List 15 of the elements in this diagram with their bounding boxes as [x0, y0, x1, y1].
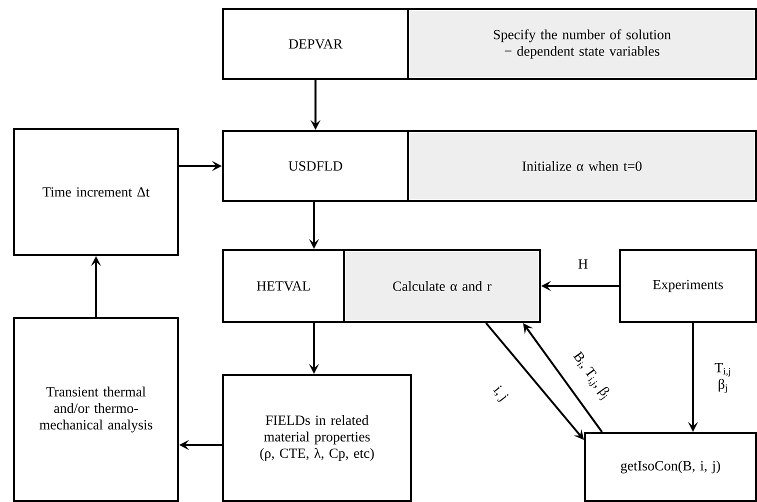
process-box: getIsoCon(B, i, j) [584, 432, 757, 502]
subroutine-box: HETVAL [222, 248, 345, 323]
edge-label: i, j [493, 386, 508, 402]
edge-label: B$_{i}$, T$_{i,j}$, β$_{j}$ [573, 350, 610, 400]
subroutine-box: DEPVAR [222, 8, 409, 80]
process-box: Transient thermal and/or thermo-mechanical analysis [13, 316, 179, 502]
edge-label: H [578, 259, 588, 269]
description-box: Specify the number of solution − dependent state variables [407, 8, 757, 80]
description-box: Calculate α and r [343, 248, 541, 323]
edge-label: T$_{i,j}$ β$_{j}$ [714, 363, 730, 393]
description-box: Initialize α when t=0 [407, 130, 757, 202]
subroutine-box: USDFLD [222, 130, 409, 202]
process-box: FIELDs in related material properties (ρ, CTE, λ, Cp, etc) [222, 374, 412, 502]
process-box: Experiments [619, 248, 757, 323]
process-box: Time increment Δt [13, 128, 179, 256]
